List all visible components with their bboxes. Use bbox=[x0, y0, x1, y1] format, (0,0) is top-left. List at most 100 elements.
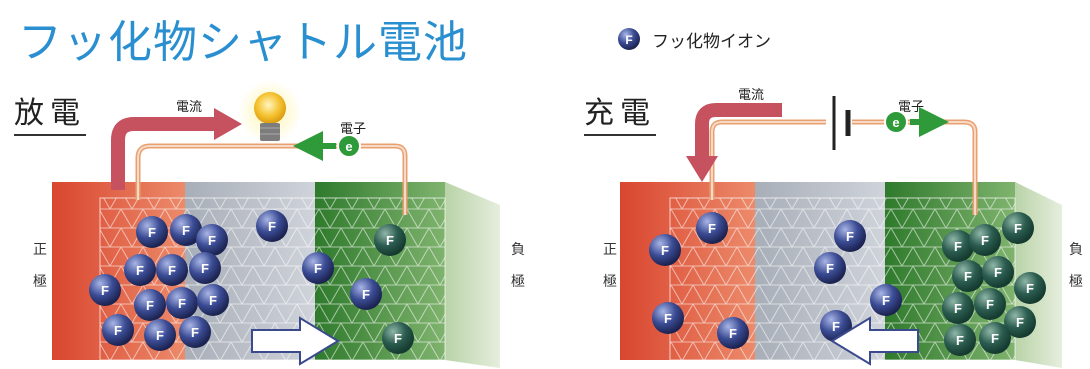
fluoride-ion: F bbox=[952, 260, 984, 292]
discharge-negative-text: 負 極 bbox=[511, 242, 525, 290]
fluoride-ion: F bbox=[134, 289, 166, 321]
charge-positive-pole-label: 正 極 bbox=[602, 234, 618, 298]
svg-text:F: F bbox=[114, 323, 122, 338]
fluoride-ion: F bbox=[944, 324, 976, 356]
svg-text:F: F bbox=[954, 239, 962, 254]
svg-text:F: F bbox=[314, 261, 322, 276]
svg-text:F: F bbox=[1026, 281, 1034, 296]
svg-text:F: F bbox=[136, 263, 144, 278]
discharge-negative-pole-label: 負 極 bbox=[510, 234, 526, 298]
fluoride-ion: F bbox=[974, 288, 1006, 320]
fluoride-ion: F bbox=[302, 252, 334, 284]
fluoride-ion: F bbox=[166, 287, 198, 319]
fluoride-ion: F bbox=[189, 252, 221, 284]
svg-text:F: F bbox=[661, 243, 669, 258]
svg-text:F: F bbox=[178, 296, 186, 311]
svg-text:F: F bbox=[832, 319, 840, 334]
svg-text:F: F bbox=[146, 298, 154, 313]
svg-text:F: F bbox=[386, 233, 394, 248]
svg-text:F: F bbox=[208, 233, 216, 248]
discharge-positive-text: 正 極 bbox=[33, 242, 47, 290]
legend-label: フッ化物イオン bbox=[652, 31, 771, 52]
fluoride-ion: F bbox=[834, 220, 866, 252]
fluoride-ion: F bbox=[382, 322, 414, 354]
svg-text:F: F bbox=[994, 265, 1002, 280]
legend: F フッ化物イオン bbox=[616, 26, 771, 52]
fluoride-ion: F bbox=[136, 216, 168, 248]
fluoride-ion: F bbox=[1004, 306, 1036, 338]
charge-electron-symbol: e bbox=[892, 115, 899, 130]
charge-positive-text: 正 極 bbox=[603, 242, 617, 290]
fluoride-ion: F bbox=[717, 317, 749, 349]
fluoride-ion: F bbox=[982, 256, 1014, 288]
fluoride-ion: F bbox=[374, 224, 406, 256]
svg-text:F: F bbox=[201, 261, 209, 276]
svg-text:F: F bbox=[394, 331, 402, 346]
fluoride-ion: F bbox=[942, 292, 974, 324]
charge-electron-label: 電子 bbox=[898, 100, 925, 115]
charge-ion-direction-arrow bbox=[830, 316, 919, 366]
fluoride-ion: F bbox=[870, 284, 902, 316]
svg-text:F: F bbox=[826, 261, 834, 276]
svg-text:F: F bbox=[168, 263, 176, 278]
svg-text:F: F bbox=[182, 223, 190, 238]
svg-text:F: F bbox=[664, 311, 672, 326]
fluoride-ion: F bbox=[256, 210, 288, 242]
svg-text:F: F bbox=[729, 326, 737, 341]
svg-text:F: F bbox=[956, 333, 964, 348]
discharge-electron-icon bbox=[337, 134, 361, 158]
svg-text:F: F bbox=[156, 328, 164, 343]
charge-electron-icon bbox=[884, 110, 908, 134]
charge-negative-text: 負 極 bbox=[1069, 242, 1083, 290]
svg-text:F: F bbox=[964, 269, 972, 284]
charge-negative-pole-label: 負 極 bbox=[1068, 234, 1084, 298]
fluoride-ion: F bbox=[969, 224, 1001, 256]
fluoride-ion: F bbox=[179, 316, 211, 348]
svg-text:F: F bbox=[1016, 315, 1024, 330]
fluoride-ion: F bbox=[197, 284, 229, 316]
charge-current-label: 電流 bbox=[738, 88, 765, 103]
discharge-mode-label: 放電 bbox=[14, 88, 86, 136]
fluoride-ion: F bbox=[942, 230, 974, 262]
fluoride-ion: F bbox=[89, 274, 121, 306]
svg-text:F: F bbox=[954, 301, 962, 316]
charge-mode-label: 充電 bbox=[584, 88, 656, 136]
charge-current-arrow bbox=[695, 103, 782, 160]
fluoride-ion: F bbox=[649, 234, 681, 266]
discharge-electron-symbol: e bbox=[345, 139, 352, 154]
fluoride-ion: F bbox=[170, 214, 202, 246]
svg-text:F: F bbox=[991, 331, 999, 346]
fluoride-ion: F bbox=[196, 224, 228, 256]
legend-ion-symbol: F bbox=[625, 33, 632, 47]
fluoride-ion: F bbox=[144, 319, 176, 351]
light-bulb-icon bbox=[254, 92, 286, 124]
svg-text:F: F bbox=[882, 293, 890, 308]
svg-text:F: F bbox=[101, 283, 109, 298]
svg-text:F: F bbox=[708, 221, 716, 236]
fluoride-ion-icon: F bbox=[618, 28, 640, 50]
fluoride-ion: F bbox=[1014, 272, 1046, 304]
svg-text:F: F bbox=[148, 225, 156, 240]
svg-text:F: F bbox=[986, 297, 994, 312]
fluoride-ion: F bbox=[814, 252, 846, 284]
discharge-electron-label: 電子 bbox=[340, 122, 367, 137]
fluoride-ion: F bbox=[696, 212, 728, 244]
page-title: フッ化物シャトル電池 bbox=[18, 17, 468, 68]
fluoride-ion: F bbox=[1002, 212, 1034, 244]
fluoride-ion: F bbox=[124, 254, 156, 286]
fluoride-ion: F bbox=[979, 322, 1011, 354]
discharge-current-label: 電流 bbox=[176, 100, 203, 115]
discharge-ion-direction-arrow bbox=[251, 316, 340, 366]
fluoride-ion: F bbox=[102, 314, 134, 346]
svg-text:F: F bbox=[846, 229, 854, 244]
svg-text:F: F bbox=[981, 233, 989, 248]
fluoride-ion: F bbox=[156, 254, 188, 286]
svg-text:F: F bbox=[209, 293, 217, 308]
discharge-end-face bbox=[445, 182, 500, 368]
svg-text:F: F bbox=[191, 325, 199, 340]
